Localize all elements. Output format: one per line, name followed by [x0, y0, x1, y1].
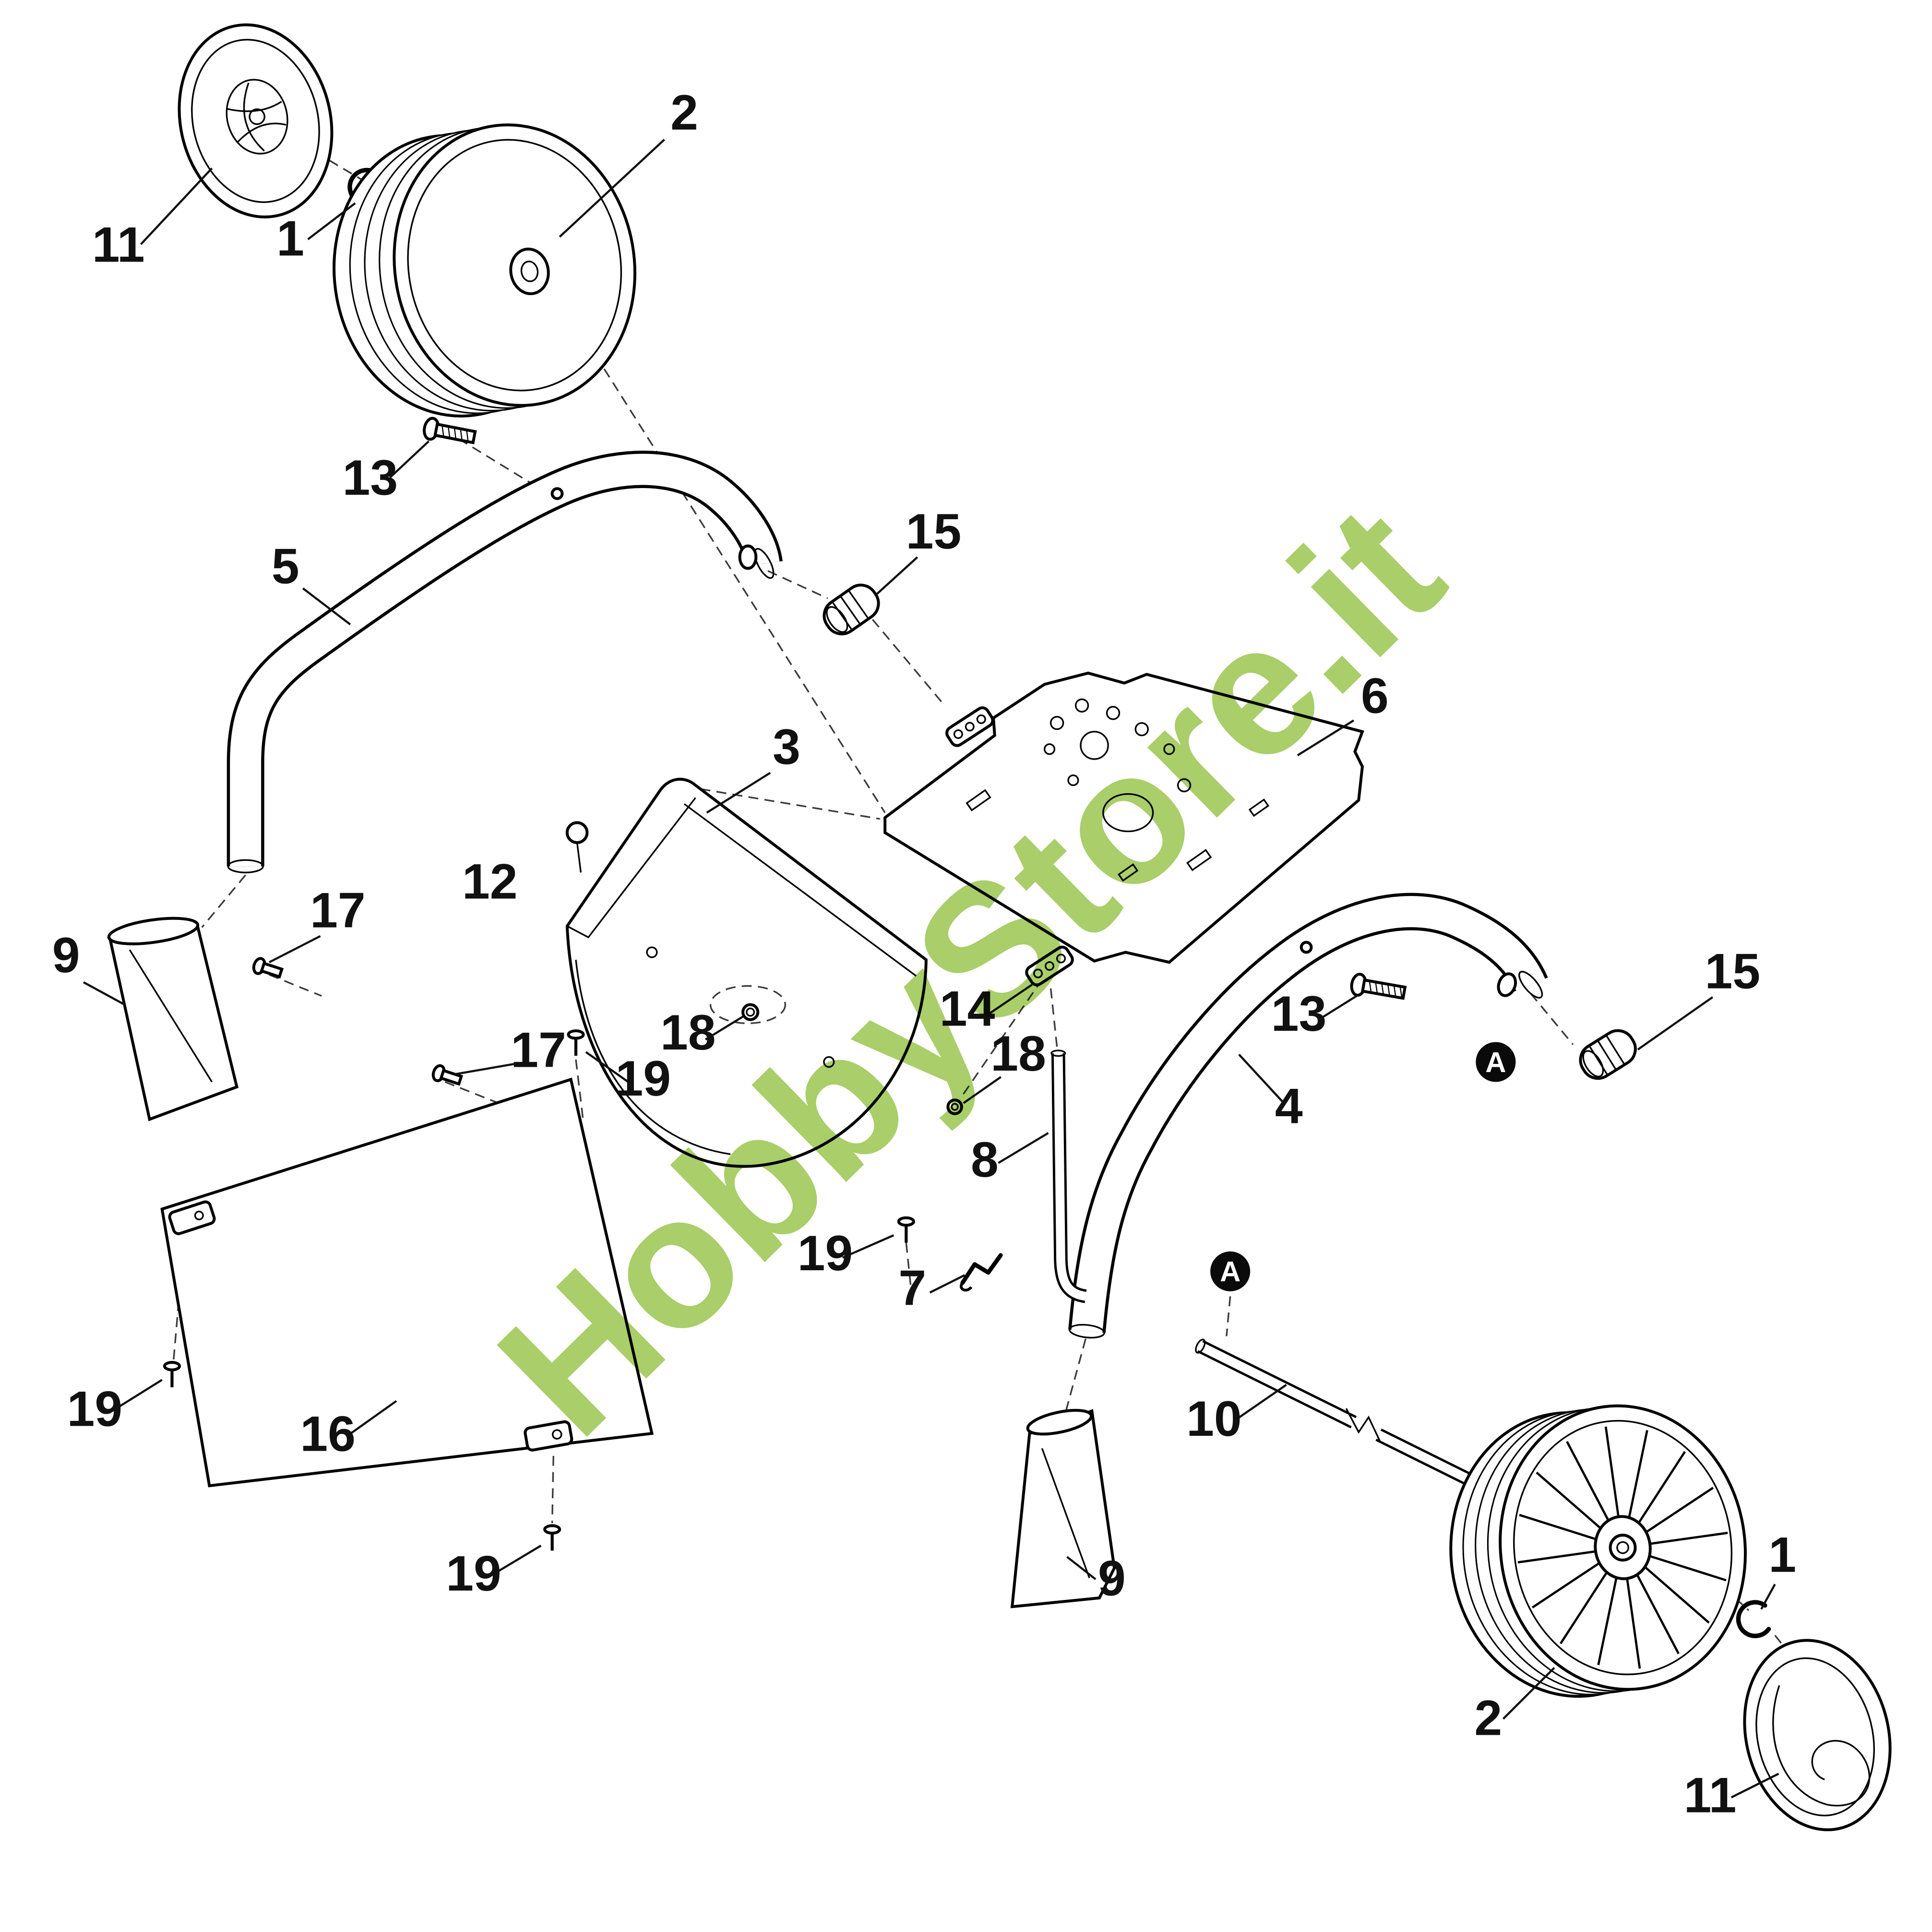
leader-line — [269, 935, 321, 964]
part-number-label: 17 — [511, 1022, 566, 1078]
leader-line — [875, 556, 918, 596]
screw-13-right — [1350, 973, 1407, 1000]
screw-19-b — [897, 1216, 915, 1243]
wheel-rear-right — [1449, 1404, 1747, 1698]
connection-marker-badge: A — [1476, 1042, 1516, 1082]
svg-text:A: A — [1220, 1255, 1240, 1288]
support-rod-8 — [1050, 1049, 1087, 1303]
part-number-label: 15 — [906, 504, 962, 560]
leader-line — [585, 1051, 629, 1083]
cover-9-left — [107, 917, 239, 1121]
leader-line — [348, 1400, 397, 1436]
part-number-label: 10 — [1186, 1391, 1242, 1447]
leader-line — [140, 167, 213, 245]
part-number-label: 17 — [310, 883, 366, 938]
plug-15-right — [1579, 1029, 1637, 1080]
plug-15-left — [823, 584, 880, 635]
wheel-cap-rear-right — [1743, 1639, 1892, 1831]
handlebar-lower-left — [227, 451, 783, 873]
part-number-label: 19 — [446, 1546, 501, 1601]
leader-line — [389, 440, 430, 478]
chassis-plate — [883, 671, 1364, 987]
leader-line — [985, 984, 1033, 1017]
part-number-label: 13 — [1271, 986, 1327, 1042]
part-number-label: 19 — [798, 1226, 853, 1281]
screw-19-a — [567, 1029, 585, 1056]
panel-bracket-a — [168, 1200, 216, 1235]
wheel-front-left — [333, 123, 637, 417]
leader-line — [1238, 1053, 1285, 1104]
part-number-label: 5 — [272, 539, 299, 595]
screw-19-c — [163, 1360, 181, 1387]
part-number-label: 16 — [300, 1406, 356, 1462]
cover-9-right — [1010, 1408, 1116, 1609]
leader-line — [1730, 1773, 1779, 1799]
part-number-label: 8 — [971, 1132, 999, 1188]
hinge-bracket-14 — [1025, 945, 1074, 987]
leader-line — [1066, 1556, 1097, 1580]
hinge-bracket-top — [945, 706, 994, 747]
handlebar-lower-right — [1068, 893, 1548, 1339]
leader-line — [453, 1062, 519, 1076]
part-number-label: 18 — [990, 1026, 1046, 1082]
retaining-clip-bottom — [1736, 1600, 1771, 1638]
leader-line — [1760, 1584, 1776, 1610]
leader-line — [842, 1234, 894, 1259]
leader-line — [998, 1132, 1049, 1164]
panel-bracket-b — [524, 1420, 573, 1452]
bottom-panel-16 — [160, 1077, 654, 1488]
part-number-label: 14 — [940, 981, 995, 1037]
part-number-label: 11 — [92, 217, 145, 273]
part-number-label: 19 — [615, 1051, 671, 1107]
leader-line — [706, 772, 771, 814]
leader-line — [1502, 1667, 1555, 1720]
mower-housing — [565, 777, 928, 1168]
screw-19-d — [543, 1524, 561, 1551]
leader-line — [83, 981, 125, 1006]
leader-line — [704, 1015, 745, 1041]
part-number-label: 6 — [1361, 668, 1389, 724]
leader-line — [111, 1379, 163, 1412]
part-number-label: 19 — [67, 1381, 123, 1437]
screw-13-left — [423, 417, 477, 444]
leader-line — [307, 202, 356, 240]
leader-line — [1637, 996, 1714, 1050]
wheel-spokes — [1517, 1426, 1728, 1669]
part-number-label: 1 — [1768, 1527, 1796, 1583]
part-number-label: 9 — [1098, 1551, 1126, 1607]
nut-18-right — [946, 1098, 963, 1115]
leader-line — [963, 1076, 1002, 1104]
spring-clip-7 — [960, 1253, 1003, 1292]
leader-line — [929, 1274, 966, 1294]
connection-markers: AA — [1210, 1042, 1516, 1291]
part-number-label: 9 — [52, 928, 80, 983]
leader-line — [302, 587, 351, 626]
part-number-label: 1 — [276, 211, 304, 266]
part-number-label: 11 — [1684, 1768, 1737, 1824]
part-number-label: 7 — [898, 1260, 926, 1316]
part-number-label: 15 — [1705, 944, 1761, 1000]
leader-line — [490, 1544, 542, 1577]
leader-line — [1233, 1383, 1287, 1422]
part-number-label: 2 — [1474, 1691, 1502, 1746]
leader-line — [1318, 993, 1360, 1021]
leader-line — [1297, 719, 1354, 756]
svg-text:A: A — [1485, 1046, 1506, 1078]
leader-line — [559, 139, 665, 238]
connection-marker-badge: A — [1210, 1251, 1251, 1291]
screw-17-b — [431, 1064, 464, 1086]
part-number-label: 12 — [462, 854, 518, 910]
part-number-label: 18 — [660, 1005, 716, 1061]
wheel-cap-front-left — [178, 23, 334, 219]
part-number-label: 4 — [1275, 1078, 1303, 1134]
part-number-label: 2 — [670, 85, 698, 141]
leader-lines — [83, 139, 1779, 1799]
part-number-label: 3 — [773, 719, 800, 775]
screw-17-a — [252, 957, 284, 979]
part-number-label: 13 — [343, 450, 398, 506]
